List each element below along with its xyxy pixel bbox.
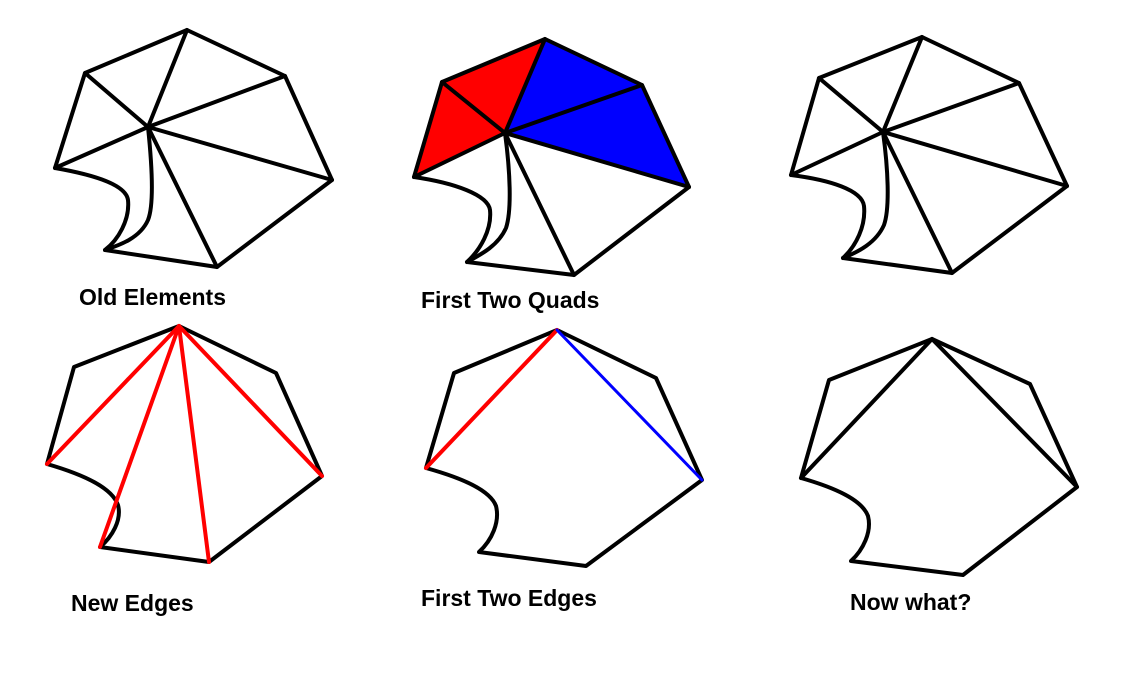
mesh-outline: [45, 324, 324, 564]
label-old-elements: Old Elements: [79, 284, 226, 310]
mesh-outline: [424, 328, 704, 568]
label-new-edges: New Edges: [71, 590, 194, 616]
mesh-outline: [799, 337, 1079, 577]
mesh-outline: [789, 35, 1069, 275]
label-first-two-quads: First Two Quads: [421, 287, 600, 313]
remaining-edge: [799, 337, 934, 480]
interior-edges: [53, 28, 334, 269]
interior-edges: [412, 37, 691, 277]
blue-edge: [555, 328, 704, 482]
mesh-outline: [412, 37, 691, 277]
blue-quad: [505, 39, 689, 187]
remaining-edge: [930, 337, 1079, 489]
red-edge: [424, 328, 559, 470]
panel-old-elements: [53, 28, 334, 269]
panel-first-two-edges: [424, 328, 704, 568]
panel-first-two-quads: [412, 37, 691, 277]
mesh-outline: [53, 28, 334, 269]
label-first-two-edges: First Two Edges: [421, 585, 597, 611]
panel-new-edges: [45, 324, 324, 564]
panel-now-what: [799, 337, 1079, 577]
new-red-edges: [45, 324, 324, 564]
interior-edges: [789, 35, 1069, 275]
panel-old-elements-copy: [789, 35, 1069, 275]
label-now-what: Now what?: [850, 589, 972, 615]
red-quad: [414, 39, 545, 177]
